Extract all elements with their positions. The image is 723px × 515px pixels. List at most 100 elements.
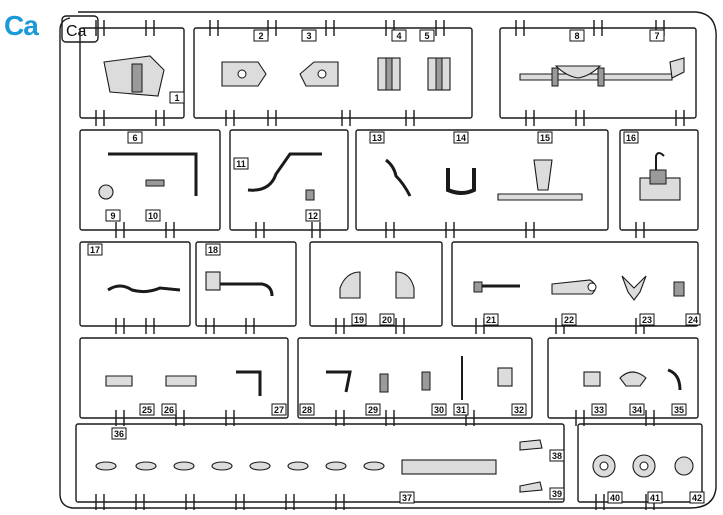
part-tag-box-41 bbox=[647, 491, 663, 504]
part-tag-box-8 bbox=[569, 29, 585, 42]
gate-39 bbox=[225, 410, 235, 426]
gate-22 bbox=[255, 222, 265, 238]
part-tag-34: 34 bbox=[632, 405, 642, 415]
gate-19 bbox=[675, 110, 685, 126]
part-tag-box-32 bbox=[511, 403, 527, 416]
part-7 bbox=[669, 57, 685, 79]
part-tag-box-40 bbox=[607, 491, 623, 504]
sprue-outer-frame bbox=[59, 11, 717, 509]
gate-28 bbox=[115, 318, 125, 334]
part-9 bbox=[98, 184, 114, 200]
part-tag-28: 28 bbox=[302, 405, 312, 415]
part-35 bbox=[667, 368, 682, 391]
part-tag-box-24 bbox=[685, 313, 701, 326]
gate-20 bbox=[115, 222, 125, 238]
part-tag-36: 36 bbox=[114, 429, 124, 439]
part-tag-box-20 bbox=[379, 313, 395, 326]
gate-27 bbox=[635, 222, 645, 238]
part-tag-box-13 bbox=[369, 131, 385, 144]
part-tag-8: 8 bbox=[574, 31, 579, 41]
part-tag-11: 11 bbox=[236, 159, 246, 169]
part-tag-box-34 bbox=[629, 403, 645, 416]
part-6 bbox=[108, 152, 198, 196]
part-42 bbox=[674, 456, 694, 476]
gate-5 bbox=[325, 20, 335, 36]
part-tag-box-7 bbox=[649, 29, 665, 42]
gate-25 bbox=[445, 222, 455, 238]
part-tag-35: 35 bbox=[674, 405, 684, 415]
gate-33 bbox=[395, 318, 405, 334]
part-tag-box-15 bbox=[537, 131, 553, 144]
sprue-runners bbox=[75, 27, 703, 503]
gate-8 bbox=[515, 20, 525, 36]
part-tag-42: 42 bbox=[692, 493, 702, 503]
part-tag-box-39 bbox=[549, 487, 565, 500]
gate-2 bbox=[145, 20, 155, 36]
part-tag-2: 2 bbox=[258, 31, 263, 41]
part-tag-box-27 bbox=[271, 403, 287, 416]
part-tag-box-2 bbox=[253, 29, 269, 42]
part-tag-41: 41 bbox=[650, 493, 660, 503]
part-tag-37: 37 bbox=[402, 493, 412, 503]
gate-30 bbox=[205, 318, 215, 334]
gate-40 bbox=[335, 410, 345, 426]
part-tag-box-29 bbox=[365, 403, 381, 416]
part-tag-13: 13 bbox=[372, 133, 382, 143]
part-tag-box-16 bbox=[623, 131, 639, 144]
part-tag-4: 4 bbox=[396, 31, 401, 41]
part-tag-32: 32 bbox=[514, 405, 524, 415]
part-tag-box-42 bbox=[689, 491, 705, 504]
part-tag-7: 7 bbox=[654, 31, 659, 41]
part-33 bbox=[583, 371, 601, 387]
part-tag-box-31 bbox=[453, 403, 469, 416]
part-tag-17: 17 bbox=[90, 245, 100, 255]
part-20 bbox=[395, 271, 415, 299]
part-tag-box-19 bbox=[351, 313, 367, 326]
part-tag-39: 39 bbox=[552, 489, 562, 499]
part-tag-box-4 bbox=[391, 29, 407, 42]
gate-45 bbox=[95, 494, 105, 510]
part-tag-18: 18 bbox=[208, 245, 218, 255]
part-19 bbox=[339, 271, 361, 299]
gate-1 bbox=[95, 20, 105, 36]
gate-50 bbox=[335, 494, 345, 510]
part-26 bbox=[165, 375, 197, 387]
part-tag-40: 40 bbox=[610, 493, 620, 503]
part-17 bbox=[107, 284, 181, 294]
part-13 bbox=[385, 158, 412, 197]
part-tag-box-12 bbox=[305, 209, 321, 222]
sprue-label: Ca bbox=[4, 10, 39, 41]
gate-15 bbox=[341, 110, 351, 126]
gate-44 bbox=[645, 410, 655, 426]
part-25 bbox=[105, 375, 133, 387]
part-14 bbox=[446, 168, 476, 195]
part-tag-5: 5 bbox=[424, 31, 429, 41]
part-tag-31: 31 bbox=[456, 405, 466, 415]
part-tag-1: 1 bbox=[174, 93, 179, 103]
gate-18 bbox=[575, 110, 585, 126]
part-11 bbox=[247, 152, 322, 192]
part-tag-box-9 bbox=[105, 209, 121, 222]
part-29 bbox=[379, 373, 389, 393]
part-tag-21: 21 bbox=[486, 315, 496, 325]
part-tag-19: 19 bbox=[354, 315, 364, 325]
gate-17 bbox=[525, 110, 535, 126]
gate-51 bbox=[595, 494, 605, 510]
part-12 bbox=[305, 189, 315, 201]
part-39 bbox=[519, 481, 543, 493]
part-tag-box-14 bbox=[453, 131, 469, 144]
gate-21 bbox=[165, 222, 175, 238]
part-tag-16: 16 bbox=[626, 133, 636, 143]
part-18 bbox=[205, 271, 221, 291]
part-tag-box-23 bbox=[639, 313, 655, 326]
part-27 bbox=[236, 370, 262, 396]
part-tag-box-18 bbox=[205, 243, 221, 256]
part-23 bbox=[621, 275, 647, 301]
part-tag-box-11 bbox=[233, 157, 249, 170]
part-tag-box-30 bbox=[431, 403, 447, 416]
gate-3 bbox=[209, 20, 219, 36]
gate-49 bbox=[285, 494, 295, 510]
part-tag-23: 23 bbox=[642, 315, 652, 325]
